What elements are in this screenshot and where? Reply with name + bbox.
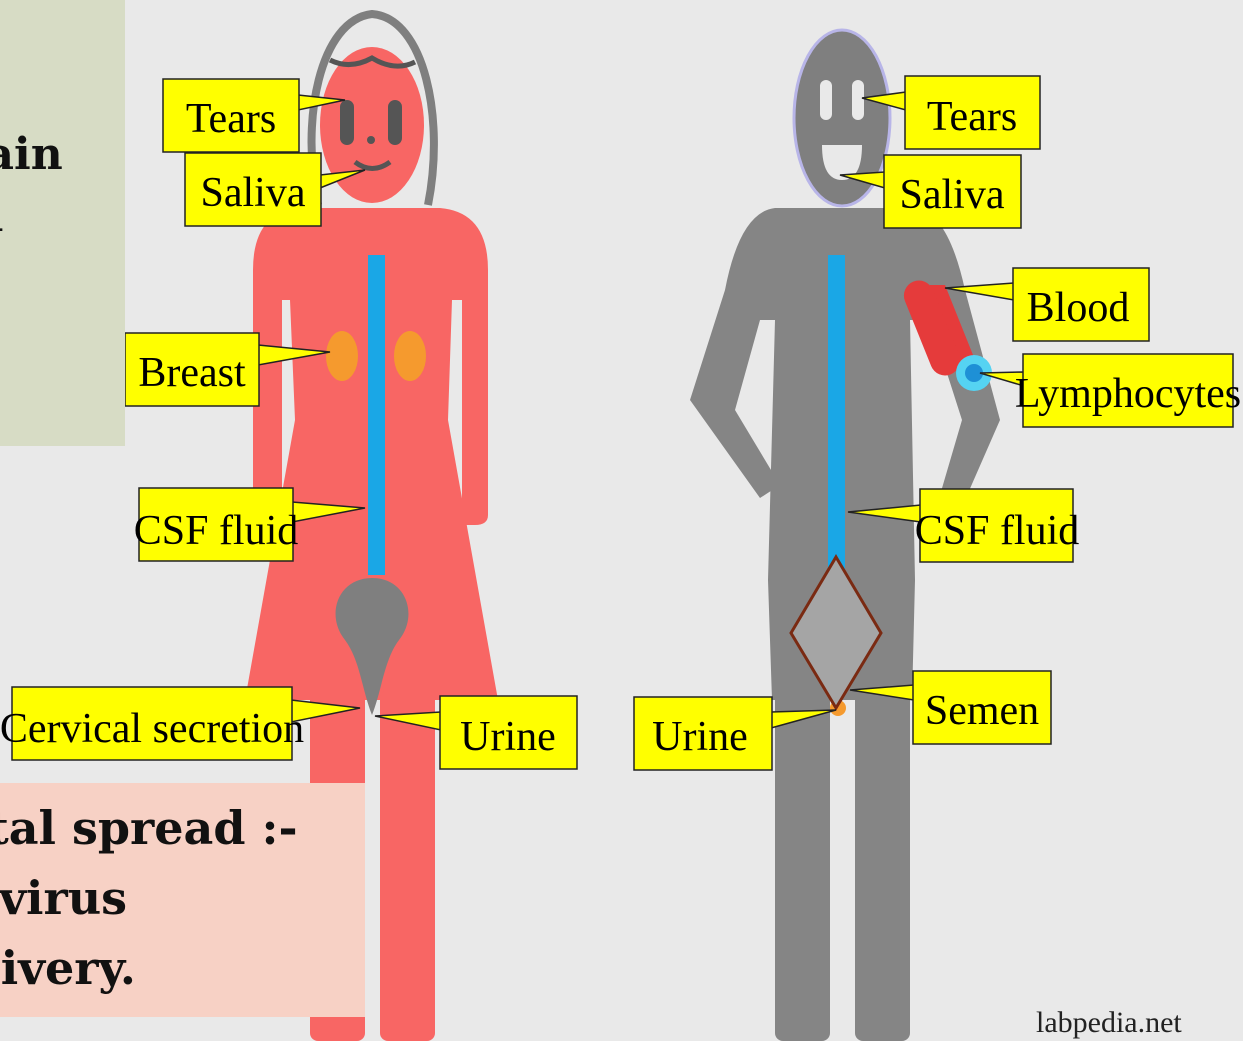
label-male-blood: Blood (1027, 285, 1130, 331)
callout-male-lymphocytes: Lymphocytes (980, 354, 1241, 427)
male-left-leg (775, 690, 830, 1041)
label-male-tears: Tears (927, 94, 1017, 140)
label-female-breast: Breast (138, 350, 246, 396)
female-breast-right (394, 331, 426, 381)
bottom-note-line: elivery. (0, 933, 319, 1003)
label-female-csf: CSF fluid (134, 508, 299, 554)
label-male-csf: CSF fluid (915, 508, 1080, 554)
label-male-saliva: Saliva (900, 172, 1005, 218)
male-right-leg (855, 690, 910, 1041)
top-note-line: ed (0, 0, 67, 62)
male-spine (828, 255, 845, 575)
top-note-line: on (0, 186, 67, 248)
source-credit: labpedia.net (1036, 1006, 1182, 1040)
label-male-semen: Semen (925, 688, 1039, 734)
top-note-line: s (0, 62, 67, 124)
label-male-urine: Urine (652, 714, 748, 760)
top-note-lines: ed s rtain on y (0, 0, 67, 310)
label-female-urine: Urine (460, 714, 556, 760)
bottom-note-line: ntal spread :- (0, 793, 319, 863)
label-female-tears: Tears (186, 96, 276, 142)
bottom-note-panel: ntal spread :- e virus elivery. (0, 783, 365, 1017)
top-note-line: rtain (0, 124, 67, 186)
female-spine (368, 255, 385, 575)
bottom-note-lines: ntal spread :- e virus elivery. (0, 793, 319, 1003)
label-male-lymphocytes: Lymphocytes (1015, 371, 1241, 417)
top-note-panel: ed s rtain on y (0, 0, 125, 446)
label-female-saliva: Saliva (201, 170, 306, 216)
female-breast-left (326, 331, 358, 381)
bottom-note-line: e virus (0, 863, 319, 933)
label-female-cervical: Cervical secretion (0, 706, 304, 752)
female-right-leg (380, 690, 435, 1041)
top-note-line: y (0, 248, 67, 310)
